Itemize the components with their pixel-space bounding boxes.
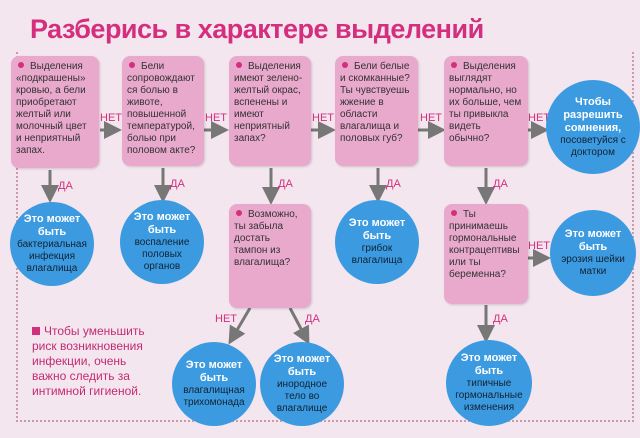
question-box: Бели сопровождаются болью в животе, повы… — [122, 56, 204, 166]
question-box: Выделения «подкрашены» кровью, а бели пр… — [11, 56, 99, 168]
no-label: НЕТ — [528, 240, 550, 252]
bullet-icon — [129, 62, 135, 68]
arrow — [228, 307, 252, 345]
bullet-icon — [236, 62, 242, 68]
no-label: НЕТ — [205, 112, 227, 124]
yes-label: ДА — [170, 178, 185, 190]
yes-label: ДА — [305, 313, 320, 325]
no-label: НЕТ — [100, 112, 122, 124]
question-box: Ты принимаешь гормональные контрацептивы… — [444, 204, 528, 304]
bullet-icon — [342, 62, 348, 68]
page-title: Разберись в характере выделений — [30, 14, 484, 44]
no-label: НЕТ — [420, 112, 442, 124]
square-bullet-icon — [32, 327, 40, 335]
question-box: Бели белые и скомканные? Ты чувствуешь ж… — [335, 56, 418, 166]
question-box: Выделения имеют зелено-желтый окрас, всп… — [229, 56, 311, 166]
bullet-icon — [18, 62, 24, 68]
hygiene-note: Чтобы уменьшить риск возникновения инфек… — [32, 324, 145, 398]
yes-label: ДА — [58, 180, 73, 192]
question-box: Выделения выглядят нормально, но их боль… — [444, 56, 528, 166]
bullet-icon — [451, 210, 457, 216]
arrow — [288, 307, 310, 345]
no-label: НЕТ — [215, 313, 237, 325]
question-box: Возможно, ты забыла достать тампон из вл… — [229, 204, 311, 308]
yes-label: ДА — [493, 313, 508, 325]
doctor-circle: Чтобы разрешить сомнения,посоветуйся с д… — [546, 80, 640, 174]
bullet-icon — [451, 62, 457, 68]
no-label: НЕТ — [528, 112, 550, 124]
yes-label: ДА — [386, 178, 401, 190]
bullet-icon — [236, 210, 242, 216]
no-label: НЕТ — [312, 112, 334, 124]
yes-label: ДА — [493, 178, 508, 190]
yes-label: ДА — [278, 178, 293, 190]
